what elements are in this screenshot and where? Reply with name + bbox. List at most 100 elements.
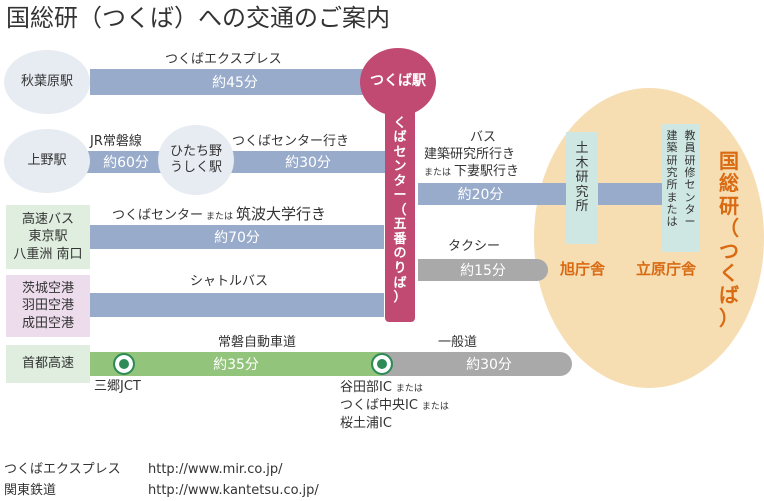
tsukuba-chuo-ic-text: つくば中央IC — [340, 398, 418, 413]
bus-kenchiku-label3: または下妻駅行き — [424, 165, 519, 178]
kyoin-char: 員 — [684, 141, 696, 155]
highway-bus-label: つくばセンターまたは筑波大学行き — [112, 205, 327, 223]
link-kantetsu-url[interactable]: http://www.kantetsu.co.jp/ — [148, 483, 319, 498]
kenchiku-char: 建 — [666, 129, 678, 142]
tsukuba-center-char: 五 — [393, 217, 407, 233]
highway-bus-label-a: つくばセンター — [112, 208, 204, 223]
kenchiku-char: 研 — [666, 153, 678, 167]
kenchiku-label: 建築研究所または — [664, 129, 680, 229]
nilim-char: く — [719, 260, 739, 285]
bus-center-route-bar: 約30分 — [228, 151, 388, 173]
tsukuba-chuo-ic-or: または — [421, 402, 449, 412]
bus-kenchiku-or: または — [424, 168, 452, 178]
tsukuba-center-char: り — [393, 261, 407, 277]
tachihara-building: 立原庁舎 — [636, 260, 697, 278]
nilim-char: ） — [719, 305, 739, 330]
kenchiku-char: は — [666, 215, 678, 229]
tsukuba-center-char: ー — [393, 188, 407, 204]
shuto-expressway: 首都高速 — [6, 345, 90, 383]
misato-jct-marker — [113, 353, 135, 375]
kyoin-char: タ — [684, 202, 696, 216]
akihabara-station: 秋葉原駅 — [4, 50, 90, 114]
highway-bus-route-bar: 約70分 — [90, 225, 384, 249]
joban-time: 約60分 — [103, 155, 149, 171]
highway-bus-time: 約70分 — [214, 230, 260, 246]
nilim-label: 国総研（つくば） — [716, 149, 742, 330]
kenchiku-char: 所 — [666, 178, 678, 192]
kyoin-char: セ — [684, 178, 696, 192]
taxi-label: タクシー — [448, 239, 501, 254]
shuttle-route-bar — [90, 293, 384, 317]
doboku-box — [566, 132, 598, 244]
nilim-char: （ — [719, 216, 739, 241]
doboku-char: 究 — [575, 184, 589, 200]
hitachino-ushiku-station: ひたち野 うしく駅 — [158, 125, 234, 195]
kyoin-char: ー — [684, 215, 696, 229]
doboku-char: 土 — [575, 141, 589, 156]
bus-kenchiku-label1: バス — [470, 130, 497, 145]
highway-bus-label-b: 筑波大学行き — [236, 205, 327, 223]
doboku-char: 所 — [575, 199, 589, 215]
doboku-label: 土木研究所 — [566, 141, 598, 215]
bus-kenchiku-time: 約20分 — [457, 187, 504, 203]
highway-bus-label-or: または — [206, 212, 234, 222]
tsukuba-center-char: セ — [393, 144, 407, 160]
tx-time: 約45分 — [212, 75, 258, 91]
tsukuba-center-char: 番 — [393, 231, 407, 247]
doboku-char: 木 — [575, 155, 589, 171]
kyoin-char: 教 — [684, 129, 696, 142]
tsukuba-center-char: く — [393, 115, 407, 131]
link-tx-url[interactable]: http://www.mir.co.jp/ — [148, 462, 283, 477]
tx-route-bar: 約45分 — [90, 69, 380, 95]
tx-label: つくばエクスプレス — [165, 52, 282, 67]
misato-jct-label: 三郷JCT — [94, 379, 141, 394]
page-title: 国総研（つくば）への交通のご案内 — [6, 4, 390, 32]
bus-center-time: 約30分 — [285, 155, 331, 171]
joban-label: JR常磐線 — [90, 134, 142, 149]
tsukuba-center-bar — [385, 96, 415, 322]
bus-kenchiku-route-bar: 約20分 — [418, 183, 663, 205]
link-kantetsu-name: 関東鉄道 — [4, 483, 57, 498]
kenchiku-char: ま — [666, 190, 678, 204]
nilim-char: 研 — [719, 193, 739, 218]
tsukuba-center-char: ば — [393, 130, 407, 146]
tsukuba-center-char: ば — [393, 275, 407, 291]
yatabe-ic-text: 谷田部IC — [340, 380, 392, 395]
nilim-char: 総 — [719, 171, 739, 196]
taxi-route-bar: 約15分 — [418, 259, 548, 281]
tsukuba-center-char: （ — [393, 202, 407, 218]
tokyo-station-bus: 高速バス 東京駅 八重洲 南口 — [6, 205, 90, 269]
kenchiku-char: 築 — [666, 141, 678, 155]
ueno-station: 上野駅 — [4, 129, 90, 193]
joban-route-bar: 約60分 — [86, 151, 166, 173]
tsukuba-center-char: ） — [393, 290, 407, 306]
nilim-char: つ — [719, 238, 739, 263]
asahi-building: 旭庁舎 — [560, 260, 606, 278]
local-road-time: 約30分 — [466, 357, 512, 373]
yatabe-ic-or: または — [395, 384, 423, 394]
kyoin-label: 教員研修センター — [682, 129, 698, 229]
expressway-time: 約35分 — [213, 357, 259, 373]
kyoin-kenchiku-box — [662, 124, 700, 252]
sakura-tsuchiura-ic-label: 桜土浦IC — [340, 416, 392, 431]
kyoin-char: ン — [684, 190, 696, 204]
tsukuba-station: つくば駅 — [360, 48, 436, 116]
yatabe-ic-marker — [371, 353, 393, 375]
expressway-label: 常磐自動車道 — [218, 335, 297, 350]
bus-kenchiku-label2: 建築研究所行き — [424, 147, 516, 162]
nilim-char: 国 — [719, 149, 739, 173]
local-road-route-bar: 約30分 — [382, 352, 572, 376]
tsukuba-center-char: の — [393, 246, 407, 262]
expressway-route-bar: 約35分 — [90, 352, 382, 376]
kenchiku-char: 究 — [666, 165, 678, 179]
link-tx-name: つくばエクスプレス — [4, 462, 121, 477]
bus-kenchiku-label3-text: 下妻駅行き — [454, 164, 520, 179]
doboku-char: 研 — [575, 170, 589, 186]
kyoin-char: 研 — [684, 153, 696, 167]
shuttle-label: シャトルバス — [190, 274, 269, 289]
local-road-label: 一般道 — [438, 335, 478, 350]
bus-center-label: つくばセンター行き — [232, 134, 350, 149]
